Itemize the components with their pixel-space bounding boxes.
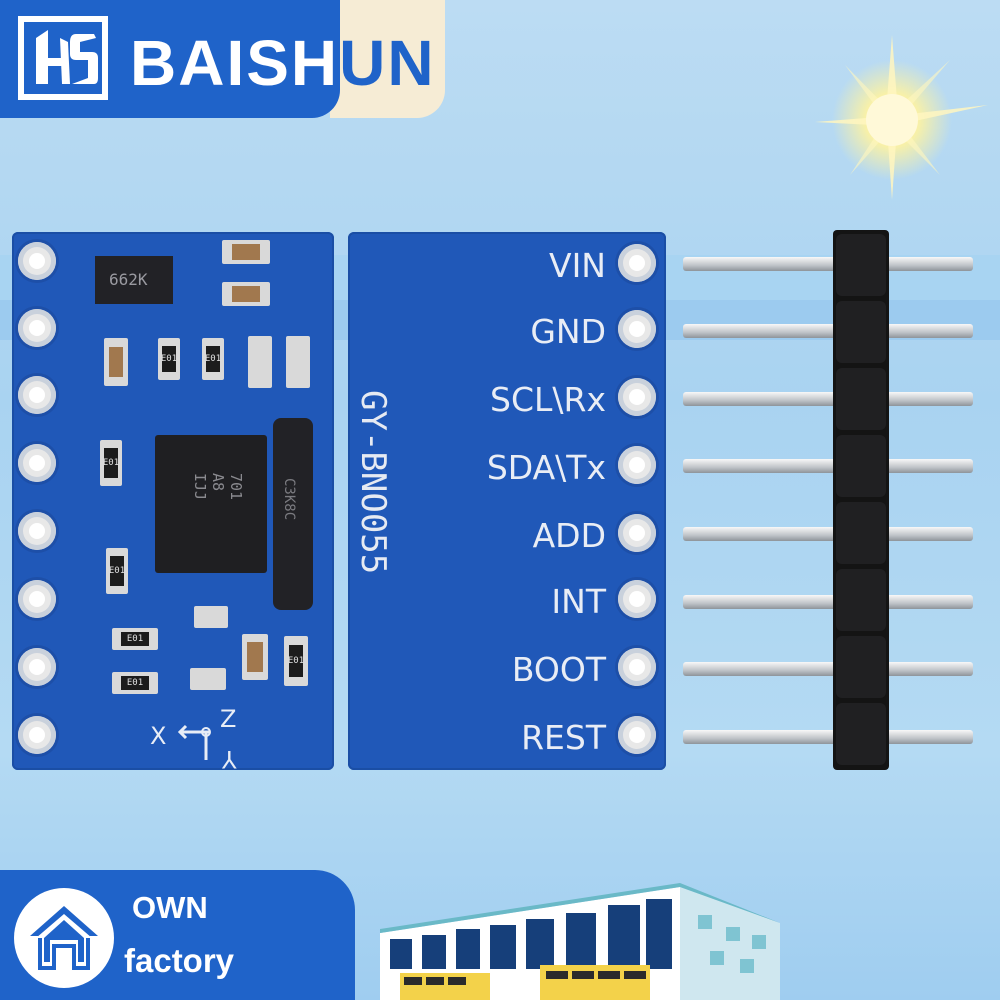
sun-icon xyxy=(815,35,988,200)
header-pin xyxy=(683,527,973,541)
badge-line-own: OWN xyxy=(132,890,208,925)
pin-pad-add xyxy=(618,514,656,552)
pin-label-sda: SDA\Tx xyxy=(486,448,606,487)
pin-pad xyxy=(18,580,56,618)
model-label: GY-BNO055 xyxy=(353,390,393,575)
resistor-marking: E01 xyxy=(287,656,305,666)
smd-resistor: E01 xyxy=(284,636,308,686)
smd-capacitor xyxy=(242,634,268,680)
crystal-oscillator: C3K8C xyxy=(273,418,313,610)
brand-name-main: BAISH xyxy=(130,27,340,99)
resistor-marking: E01 xyxy=(108,566,126,576)
pcb-back: VIN GND SCL\Rx SDA\Tx ADD INT BOOT REST xyxy=(348,232,666,770)
header-plastic-housing xyxy=(833,230,889,770)
smd-capacitor xyxy=(286,336,310,388)
pin-pad-rest xyxy=(618,716,656,754)
pin-pad-vin xyxy=(618,244,656,282)
chip-marking: 701 A8 IJJ xyxy=(191,473,245,501)
axis-label-z: Z xyxy=(220,705,237,733)
smd-resistor: E01 xyxy=(202,338,224,380)
header-pin xyxy=(683,459,973,473)
pin-label-scl: SCL\Rx xyxy=(490,380,606,419)
resistor-marking: E01 xyxy=(160,354,178,364)
brand-header-tab xyxy=(330,0,445,118)
pin-pad-scl xyxy=(618,378,656,416)
pin-pad-sda xyxy=(618,446,656,484)
resistor-marking: E01 xyxy=(126,634,144,644)
smd-capacitor xyxy=(104,338,128,386)
brand-name: BAISHUN xyxy=(130,26,436,100)
pin-label-rest: REST xyxy=(521,718,606,757)
factory-building-icon xyxy=(380,883,780,1000)
smd-capacitor xyxy=(190,668,226,690)
axis-label-y: Y xyxy=(222,745,237,773)
smd-capacitor xyxy=(222,240,270,264)
badge-icon-circle xyxy=(14,888,114,988)
pin-pad xyxy=(18,309,56,347)
resistor-marking: E01 xyxy=(102,458,120,468)
sot23-regulator: 662K xyxy=(95,256,173,304)
header-pin xyxy=(683,324,973,338)
smd-resistor: E01 xyxy=(112,672,158,694)
sot-marking: 662K xyxy=(109,270,148,289)
smd-capacitor xyxy=(248,336,272,388)
header-pin xyxy=(683,392,973,406)
brand-header: BAISHUN xyxy=(0,0,445,118)
hs-monogram-logo-icon xyxy=(18,16,108,100)
header-pin xyxy=(683,595,973,609)
smd-resistor: E01 xyxy=(106,548,128,594)
axis-label-x: X xyxy=(150,722,167,750)
pin-pad xyxy=(18,648,56,686)
crystal-marking: C3K8C xyxy=(281,478,297,521)
pin-pad-gnd xyxy=(618,310,656,348)
pin-pad xyxy=(18,444,56,482)
smd-capacitor xyxy=(194,606,228,628)
resistor-marking: E01 xyxy=(204,354,222,364)
header-pin xyxy=(683,662,973,676)
pin-label-add: ADD xyxy=(532,516,606,555)
brand-name-tail: UN xyxy=(339,27,436,99)
pin-pad xyxy=(18,242,56,280)
pin-label-gnd: GND xyxy=(530,312,606,351)
header-pin xyxy=(683,257,973,271)
pin-header-strip xyxy=(683,230,981,770)
badge-line-factory: factory xyxy=(124,942,235,979)
header-pin xyxy=(683,730,973,744)
smd-capacitor xyxy=(222,282,270,306)
pin-label-boot: BOOT xyxy=(511,650,606,689)
pin-pad xyxy=(18,376,56,414)
smd-resistor: E01 xyxy=(112,628,158,650)
bno055-chip: 701 A8 IJJ xyxy=(155,435,267,573)
pin-pad xyxy=(18,716,56,754)
axis-arrows-icon xyxy=(177,724,211,760)
pin-pad xyxy=(18,512,56,550)
own-factory-badge: OWN factory xyxy=(0,870,355,1000)
pin-pad-int xyxy=(618,580,656,618)
house-icon xyxy=(30,906,98,970)
pin-label-vin: VIN xyxy=(549,246,606,285)
pin-label-int: INT xyxy=(551,582,606,621)
pin-pad-boot xyxy=(618,648,656,686)
resistor-marking: E01 xyxy=(126,678,144,688)
smd-resistor: E01 xyxy=(100,440,122,486)
smd-resistor: E01 xyxy=(158,338,180,380)
